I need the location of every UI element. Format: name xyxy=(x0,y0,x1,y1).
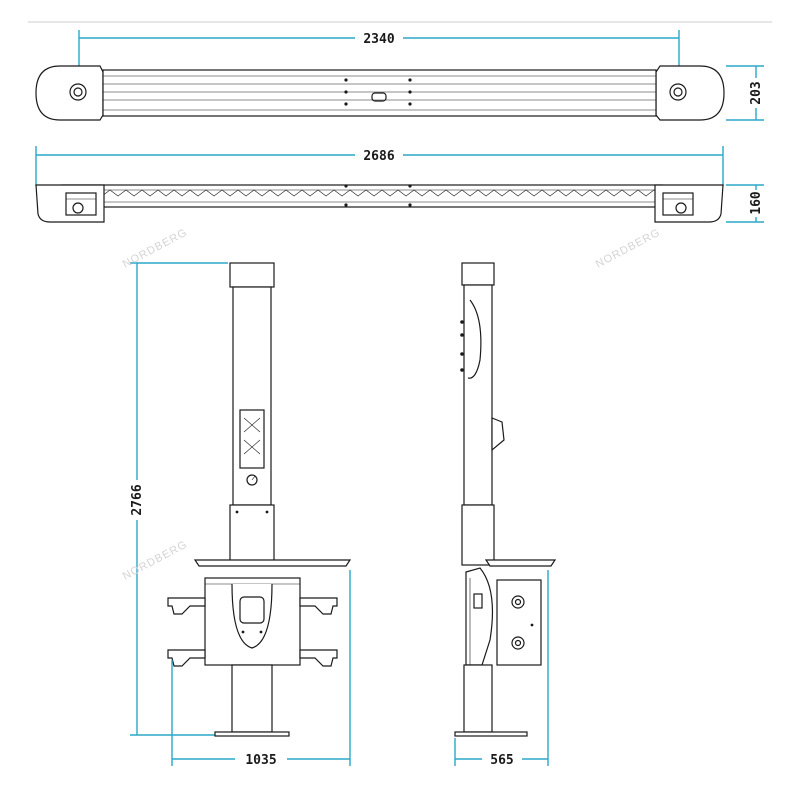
watermark: NORDBERG xyxy=(121,538,190,582)
dim-top-beam-length: 2340 xyxy=(78,30,680,70)
dim-front-base-width: 1035 xyxy=(171,570,351,768)
front-base-plate xyxy=(214,731,290,737)
right-cap-bolt xyxy=(669,83,687,101)
gear-upper xyxy=(511,595,525,609)
side-knob-housing xyxy=(491,417,505,452)
dim-lower-beam-height: 160 xyxy=(726,184,764,223)
side-lower-column xyxy=(463,664,493,733)
gear-lower xyxy=(511,636,525,650)
upper-column xyxy=(232,286,272,506)
right-lower-arm xyxy=(299,649,338,667)
side-middle-column xyxy=(461,504,495,566)
lower-beam-body xyxy=(61,184,663,208)
side-upper-column xyxy=(463,284,493,506)
side-base-plate xyxy=(454,731,528,737)
front-shelf xyxy=(193,559,352,567)
side-view: 565 xyxy=(454,262,557,768)
control-panel xyxy=(239,409,265,469)
dim-side-base-width: 565 xyxy=(454,570,549,768)
label-2766: 2766 xyxy=(130,484,145,515)
label-2686: 2686 xyxy=(363,149,394,164)
left-sensor-housing xyxy=(35,184,105,223)
dim-column-height: 2766 xyxy=(130,262,228,736)
watermark: NORDBERG xyxy=(121,226,190,270)
lower-beam-view: 2686 160 xyxy=(35,146,764,223)
column-top-cap xyxy=(229,262,275,288)
label-203: 203 xyxy=(749,81,764,104)
front-view: 2766 1035 xyxy=(130,262,352,768)
top-beam-view: 2340 203 xyxy=(35,30,764,121)
label-160: 160 xyxy=(749,191,764,215)
right-end-cap xyxy=(655,65,725,121)
side-shelf xyxy=(484,559,557,567)
label-1035: 1035 xyxy=(245,753,276,768)
watermark: NORDBERG xyxy=(594,226,663,270)
label-565: 565 xyxy=(490,753,513,768)
left-cap-bolt xyxy=(69,83,87,101)
right-sensor-housing xyxy=(654,184,724,223)
column-knob xyxy=(246,474,258,486)
lower-column xyxy=(231,664,273,733)
dim-lower-beam-length: 2686 xyxy=(35,146,724,186)
dim-top-beam-height: 203 xyxy=(726,65,764,121)
left-upper-arm xyxy=(167,597,206,615)
side-top-cap xyxy=(461,262,495,286)
label-2340: 2340 xyxy=(363,32,394,47)
right-upper-arm xyxy=(299,597,338,615)
center-slot xyxy=(371,92,387,102)
side-bracket xyxy=(465,567,494,666)
side-cable-guide xyxy=(467,299,482,379)
left-lower-arm xyxy=(167,649,206,667)
side-carriage xyxy=(496,579,542,666)
middle-column xyxy=(229,504,275,566)
carriage-handle xyxy=(239,596,265,624)
